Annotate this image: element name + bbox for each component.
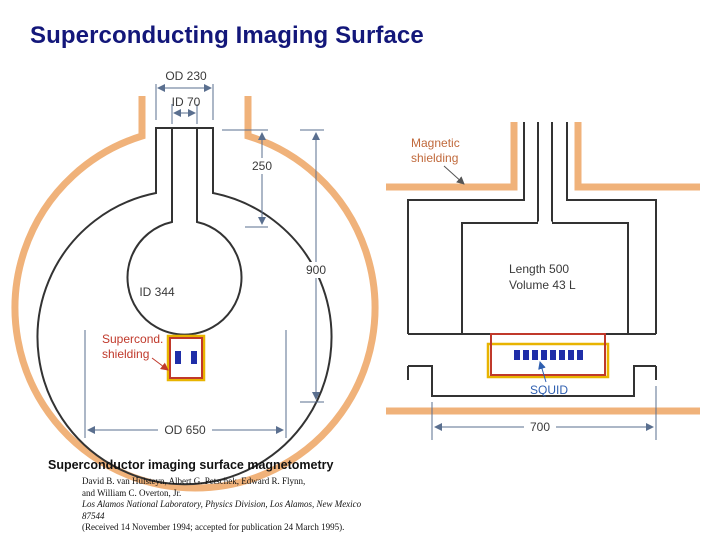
magnetic-shielding-label-1: Magnetic (411, 136, 460, 150)
od-top-label: OD 230 (165, 69, 207, 83)
squid-label: SQUID (530, 383, 568, 397)
squid-sensor (175, 351, 181, 364)
chamber-outline-top (407, 122, 525, 334)
supercond-shielding-label-2: shielding (102, 347, 149, 361)
chamber-outline-top-right (566, 122, 657, 334)
reference-title: Superconductor imaging surface magnetome… (48, 458, 334, 472)
id-inner-label: ID 344 (139, 285, 175, 299)
reference-affiliation: Los Alamos National Laboratory, Physics … (82, 499, 362, 521)
magnetic-shielding-pointer (443, 165, 465, 185)
reference-authors-2: and William C. Overton, Jr. (82, 487, 182, 498)
od-bottom-label: OD 650 (164, 423, 206, 437)
dim-900-label: 900 (306, 263, 326, 277)
superconducting-shield-box (166, 334, 206, 382)
left-magnetic-shield (11, 96, 379, 492)
squid-array-shield (486, 342, 610, 379)
supercond-shielding-label-1: Supercond. (102, 332, 163, 346)
dewar-neck (537, 122, 553, 223)
squid-array (514, 350, 583, 360)
left-dewar-diagram: OD 230 ID 70 250 900 ID 344 Supercond. s… (11, 69, 379, 492)
magnetic-shielding-label-2: shielding (411, 151, 458, 165)
dim-250-label: 250 (252, 159, 272, 173)
supercond-shielding-pointer (151, 357, 169, 371)
right-imaging-surface-diagram: Magnetic shielding Length 500 Volume 43 … (386, 122, 700, 440)
squid-sensor (191, 351, 197, 364)
chamber-outline-bottom (408, 365, 656, 397)
squid-pointer (538, 361, 547, 383)
slide-title: Superconducting Imaging Surface (30, 22, 424, 49)
right-magnetic-shield (386, 122, 700, 415)
length-label: Length 500 (509, 262, 569, 276)
id-top-label: ID 70 (172, 95, 201, 109)
reference-citation: Superconductor imaging surface magnetome… (48, 458, 368, 534)
volume-label: Volume 43 L (509, 278, 576, 292)
reference-received: (Received 14 November 1994; accepted for… (82, 522, 345, 532)
dim-700-label: 700 (530, 420, 550, 434)
reference-authors-1: David B. van Hulsteyn, Albert G. Petsche… (82, 476, 306, 486)
dewar-outer-outline (36, 127, 333, 486)
dewar-inner-outline (126, 128, 243, 336)
